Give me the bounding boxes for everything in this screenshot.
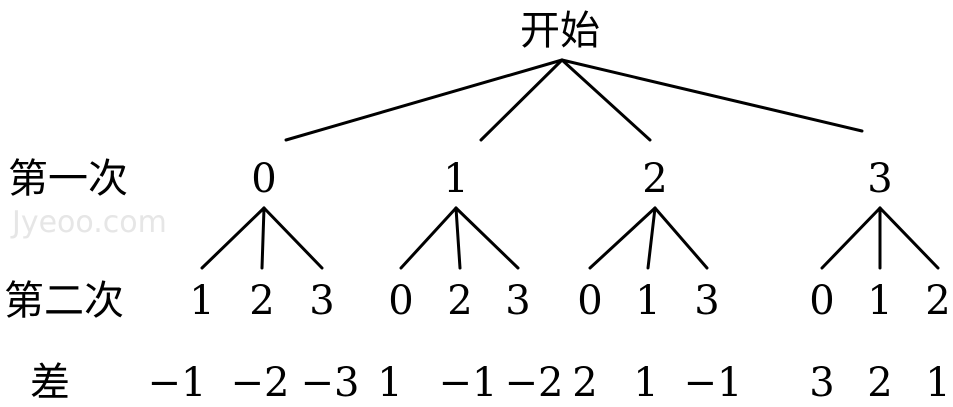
difference-value: 1	[633, 360, 658, 406]
row-label-diff: 差	[30, 360, 70, 406]
difference-value: −3	[301, 360, 360, 406]
difference-value: 1	[925, 360, 950, 406]
second-draw-node: 1	[867, 278, 892, 324]
edge-first-to-second	[878, 206, 940, 270]
first-draw-node: 0	[251, 156, 276, 202]
second-draw-node: 2	[249, 278, 274, 324]
second-draw-node: 2	[925, 278, 950, 324]
second-draw-node: 2	[447, 278, 472, 324]
second-draw-node: 3	[694, 278, 719, 324]
difference-value: −2	[505, 360, 564, 406]
edge-root-to-first	[284, 58, 564, 142]
edge-first-to-second	[260, 206, 266, 270]
first-draw-node: 1	[443, 156, 468, 202]
edge-first-to-second	[454, 206, 520, 270]
edge-root-to-first	[479, 58, 564, 142]
second-draw-node: 0	[577, 278, 602, 324]
difference-value: 1	[377, 360, 402, 406]
root-label: 开始	[520, 8, 600, 54]
edge-first-to-second	[653, 206, 709, 270]
difference-value: −2	[231, 360, 290, 406]
first-draw-node: 2	[642, 156, 667, 202]
difference-value: −1	[684, 360, 743, 406]
difference-value: 2	[867, 360, 892, 406]
edge-first-to-second	[646, 206, 657, 270]
row-label-second: 第二次	[4, 278, 124, 324]
second-draw-node: 3	[505, 278, 530, 324]
second-draw-node: 0	[388, 278, 413, 324]
edge-first-to-second	[262, 206, 324, 270]
edge-first-to-second	[200, 206, 266, 270]
edge-first-to-second	[820, 206, 882, 270]
row-label-first: 第一次	[8, 156, 128, 202]
edge-first-to-second	[454, 206, 462, 270]
tree-edges	[200, 58, 940, 270]
difference-value: −1	[439, 360, 498, 406]
edge-root-to-first	[560, 58, 652, 142]
difference-value: 2	[572, 360, 597, 406]
edge-root-to-first	[560, 58, 864, 133]
edge-first-to-second	[399, 206, 458, 270]
watermark: Jyeoo.com	[10, 205, 167, 240]
edge-first-to-second	[588, 206, 657, 270]
difference-value: −1	[148, 360, 207, 406]
second-draw-node: 3	[309, 278, 334, 324]
second-draw-node: 0	[809, 278, 834, 324]
second-draw-node: 1	[635, 278, 660, 324]
difference-value: 3	[809, 360, 834, 406]
second-draw-node: 1	[189, 278, 214, 324]
first-draw-node: 3	[867, 156, 892, 202]
